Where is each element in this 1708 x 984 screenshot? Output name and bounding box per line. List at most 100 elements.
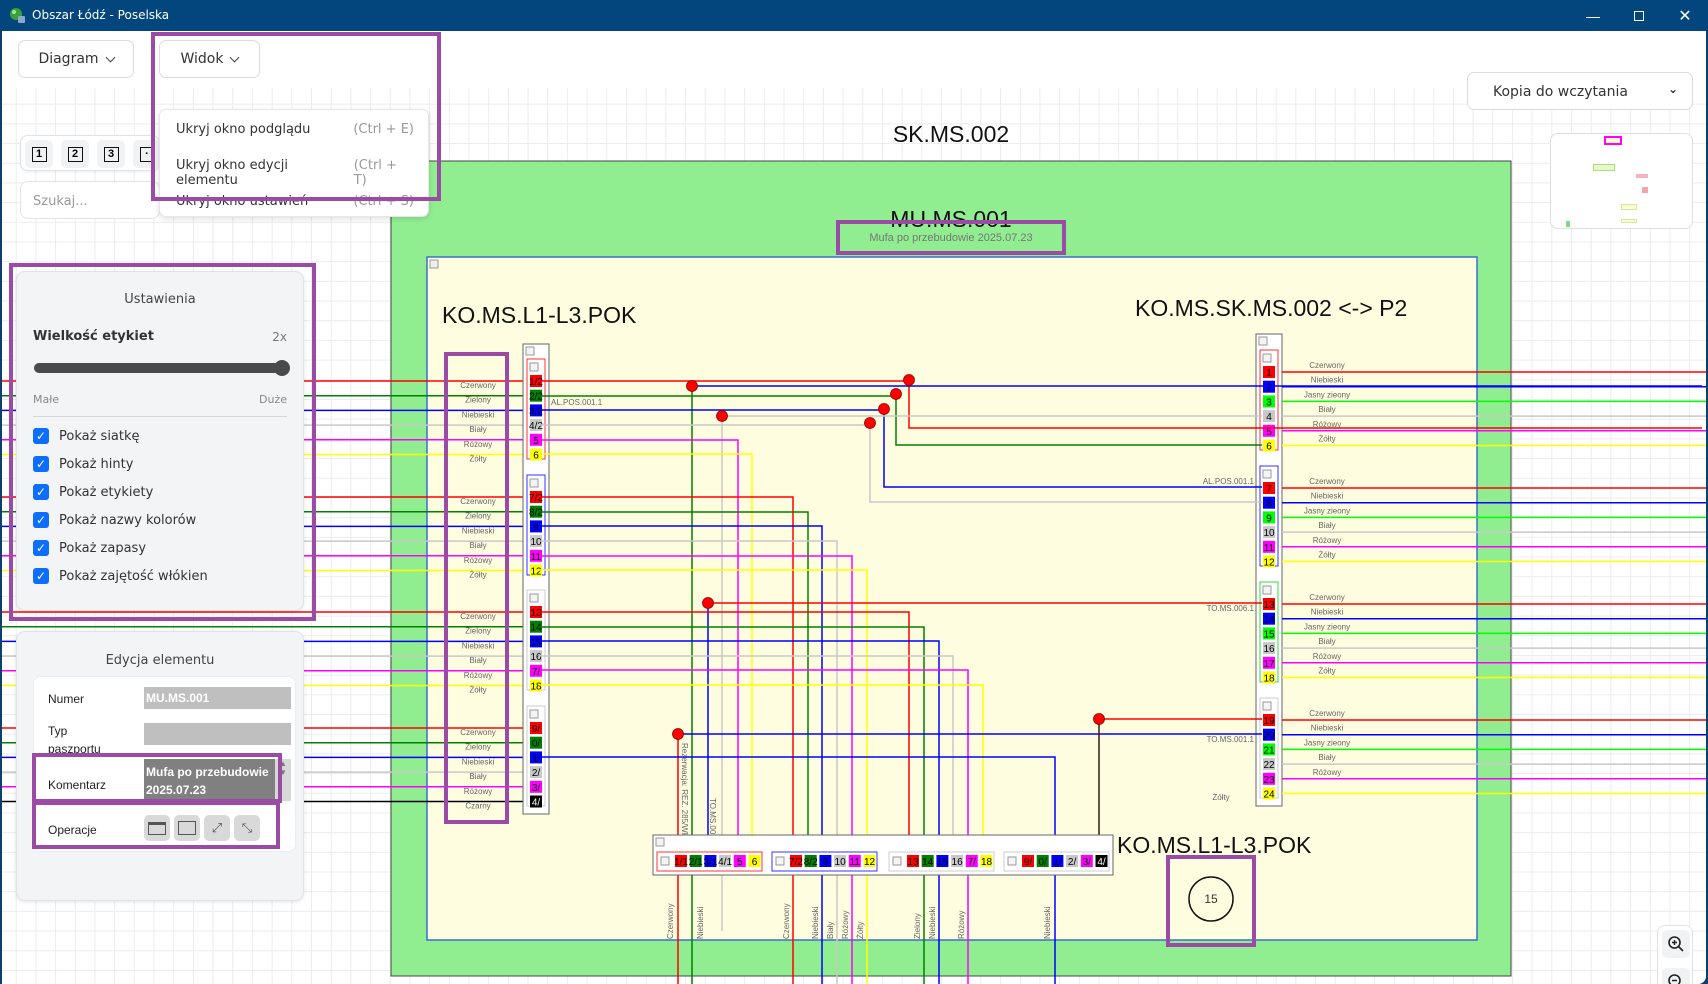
menu-item-label: Ukryj okno ustawień (176, 194, 309, 209)
menu-item-hide-settings[interactable]: Ukryj okno ustawień(Ctrl + S) (176, 194, 414, 214)
color-name-label: Niebieski (696, 906, 705, 939)
splice-point (702, 597, 714, 609)
color-name-label: Czerwony (1309, 709, 1345, 718)
minimap-block (1642, 187, 1648, 193)
fiber-swatch (863, 855, 876, 867)
level-1-label: 1 (31, 146, 47, 162)
panel-view-button[interactable] (174, 815, 200, 841)
fiber-number: 7/ (532, 667, 541, 678)
fiber-swatch (1051, 855, 1064, 867)
fiber-swatch (748, 855, 761, 867)
fiber-swatch (704, 855, 717, 867)
fiber-number: 1/2 (529, 377, 543, 388)
color-name-label: Czerwony (1309, 593, 1345, 602)
backup-select[interactable]: Kopia do wczytania ⌄ (1467, 72, 1693, 110)
fiber-swatch (1263, 482, 1275, 494)
fiber-number: 14 (922, 857, 934, 868)
checkbox-label: Pokaż siatkę (59, 428, 140, 444)
color-name-label: Jasny zieony (1304, 622, 1350, 631)
collapse-icon (660, 856, 670, 866)
search-input[interactable]: Szukaj... (20, 181, 160, 219)
color-name-label: Czerwony (460, 728, 496, 737)
color-name-label: Czerwony (460, 381, 496, 390)
checkbox-show-hints[interactable]: ✓Pokaż hinty (33, 456, 133, 472)
card-view-button[interactable] (144, 815, 170, 841)
minimize-button[interactable]: — (1570, 0, 1616, 31)
maximize-button[interactable] (1616, 0, 1662, 31)
expand-button[interactable]: ⤢ (204, 815, 230, 841)
zoom-out-button[interactable] (1662, 968, 1690, 984)
collapse-icon (775, 856, 785, 866)
panel-icon (178, 821, 196, 835)
numer-field[interactable]: MU.MS.001 (144, 687, 291, 709)
menu-item-hide-edit[interactable]: Ukryj okno edycji elementu(Ctrl + T) (176, 158, 414, 188)
minimize-icon: — (1586, 7, 1600, 24)
fiber-number: 7/ (968, 857, 977, 868)
fiber-swatch (530, 404, 542, 417)
checkbox-show-fiber-usage[interactable]: ✓Pokaż zajętość włókien (33, 568, 208, 584)
splice-line (539, 380, 1702, 429)
fiber-number: 11 (531, 552, 542, 563)
color-name-label: Biały (469, 656, 486, 665)
color-name-label: Różowy (1313, 536, 1341, 545)
typ-field[interactable] (144, 723, 291, 745)
fiber-swatch (530, 505, 542, 518)
slider-thumb[interactable] (274, 360, 290, 376)
widok-menu-button[interactable]: Widok (159, 40, 260, 78)
diagram-menu-button[interactable]: Diagram (18, 40, 134, 78)
fiber-number: 12 (530, 567, 542, 578)
textarea-scrollbar[interactable]: ▲▼ (275, 759, 291, 801)
fiber-swatch (530, 635, 542, 648)
splice-line (539, 756, 1056, 984)
fiber-number: 10 (1263, 528, 1275, 539)
level-1-button[interactable]: 1 (25, 140, 53, 168)
checkbox-show-labels[interactable]: ✓Pokaż etykiety (33, 484, 153, 500)
checkbox-show-grid[interactable]: ✓Pokaż siatkę (33, 428, 140, 444)
zoom-in-button[interactable] (1662, 930, 1690, 958)
fiber-swatch (530, 780, 542, 793)
fiber-swatch (530, 722, 542, 734)
fiber-number: 5 (737, 857, 743, 868)
color-name-label: Jasny zieony (1304, 506, 1350, 515)
bottom-cable-title: KO.MS.L1-L3.POK (1117, 832, 1312, 858)
minimap-viewport[interactable] (1604, 136, 1622, 145)
close-button[interactable]: ✕ (1662, 0, 1708, 31)
fiber-number: 18 (1263, 674, 1275, 685)
color-name-label: Żółty (469, 455, 486, 464)
checkbox-show-reserves[interactable]: ✓Pokaż zapasy (33, 540, 146, 556)
color-name-label: Niebieski (1311, 724, 1344, 733)
fiber-swatch (1263, 555, 1275, 568)
collapse-button[interactable]: ⤡ (234, 815, 260, 841)
closure-title: MU.MS.001 (890, 206, 1011, 232)
highlight-comment (836, 220, 1066, 255)
level-dot-label: · (139, 146, 155, 162)
fiber-number: 21 (1263, 745, 1275, 756)
komentarz-field[interactable]: Mufa po przebudowie 2025.07.23 (144, 759, 291, 801)
color-name-label: Różowy (1313, 420, 1341, 429)
level-dot-button[interactable]: · (133, 140, 161, 168)
collapse-icon (655, 837, 665, 847)
minimap[interactable] (1550, 133, 1693, 229)
fiber-swatch (1263, 656, 1275, 669)
fiber-swatch (1263, 714, 1275, 726)
level-2-button[interactable]: 2 (61, 140, 89, 168)
checkbox-show-color-names[interactable]: ✓Pokaż nazwy kolorów (33, 512, 196, 528)
fiber-number: 2/2 (529, 392, 543, 403)
fiber-swatch (1263, 410, 1275, 423)
splice-point (864, 417, 876, 429)
level-3-button[interactable]: 3 (97, 140, 125, 168)
collapse-icon (892, 856, 902, 866)
chevron-down-icon: ⌄ (1667, 82, 1678, 96)
splice-line (539, 424, 1262, 503)
fiber-number: 17 (1263, 659, 1275, 670)
fiber-swatch (848, 855, 861, 867)
menu-item-hide-preview[interactable]: Ukryj okno podglądu(Ctrl + E) (176, 122, 414, 142)
divider (33, 416, 287, 417)
fiber-swatch (1263, 787, 1275, 800)
fiber-number: 16 (530, 652, 542, 663)
fiber-number: 7/2 (529, 493, 543, 504)
fiber-number: 19 (1263, 716, 1275, 727)
checkmark-icon: ✓ (33, 484, 49, 500)
label-size-slider[interactable] (34, 360, 290, 376)
